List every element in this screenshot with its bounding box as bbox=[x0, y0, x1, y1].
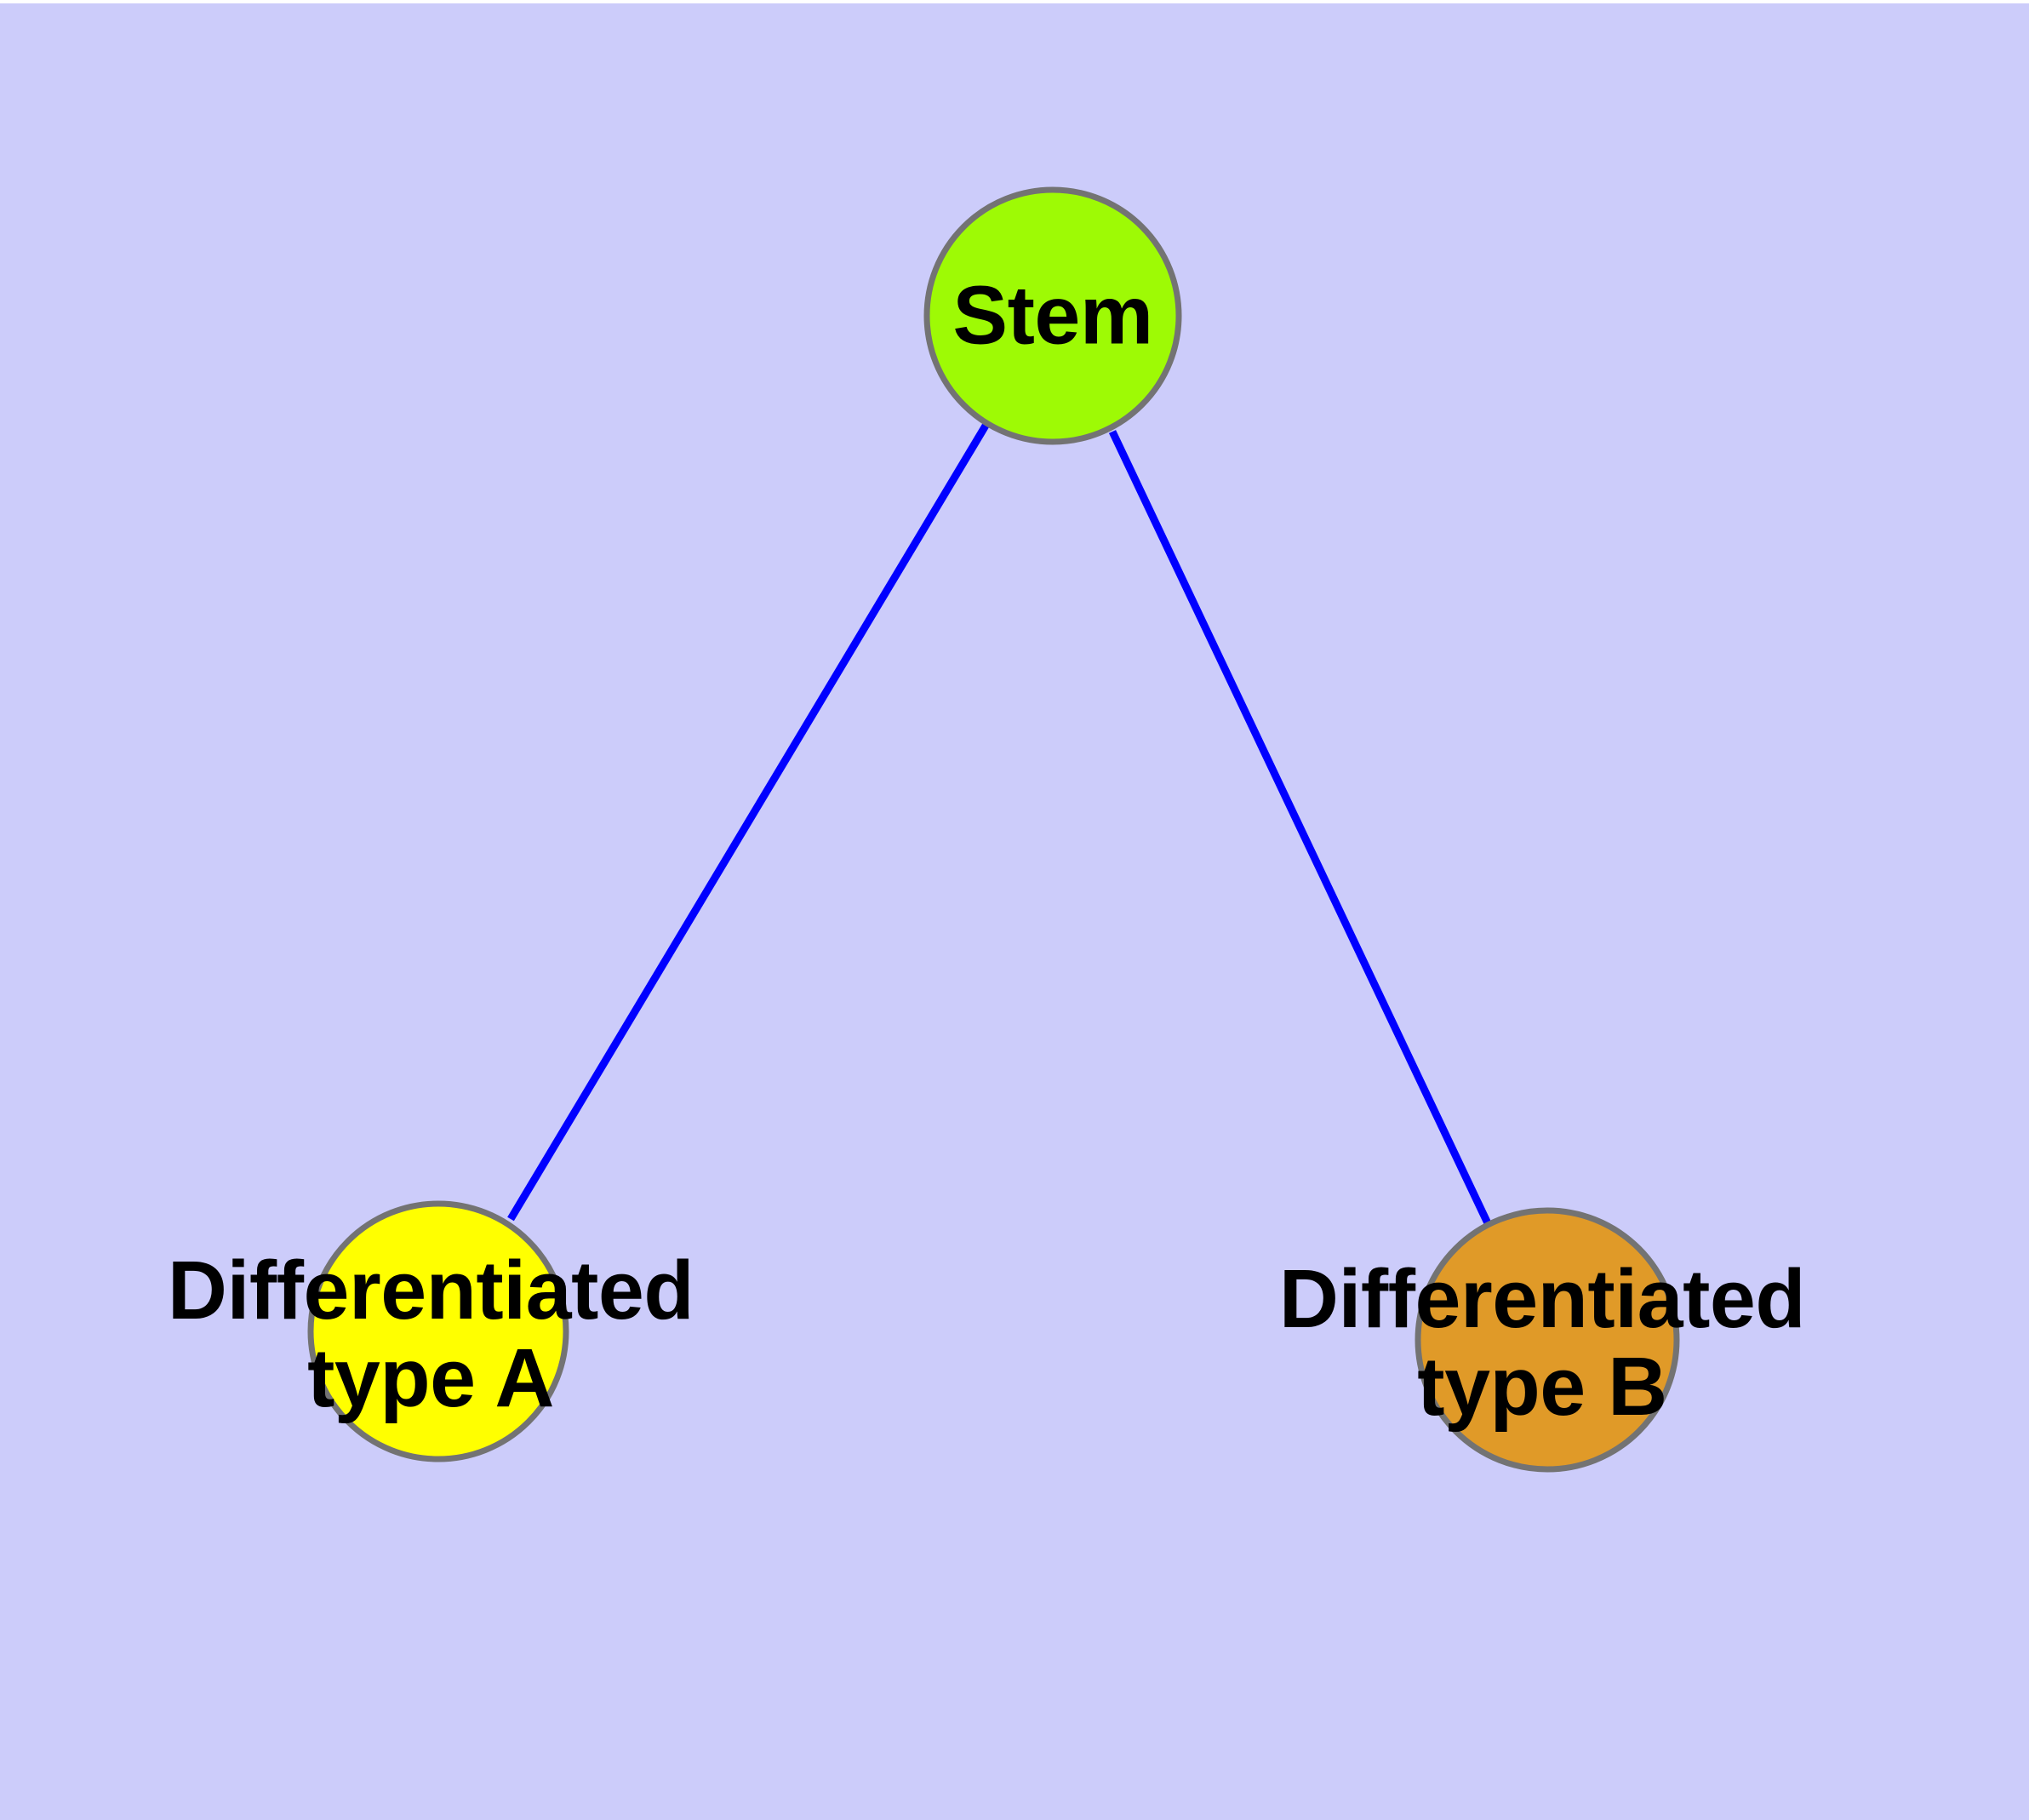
node-differentiated-type-a[interactable] bbox=[307, 1200, 569, 1462]
edge-stem-to-differentiated-type-b[interactable] bbox=[1108, 430, 1492, 1225]
node-stem[interactable] bbox=[923, 186, 1182, 445]
edge-stem-to-differentiated-type-a[interactable] bbox=[507, 423, 989, 1222]
node-differentiated-type-b[interactable] bbox=[1415, 1207, 1680, 1473]
